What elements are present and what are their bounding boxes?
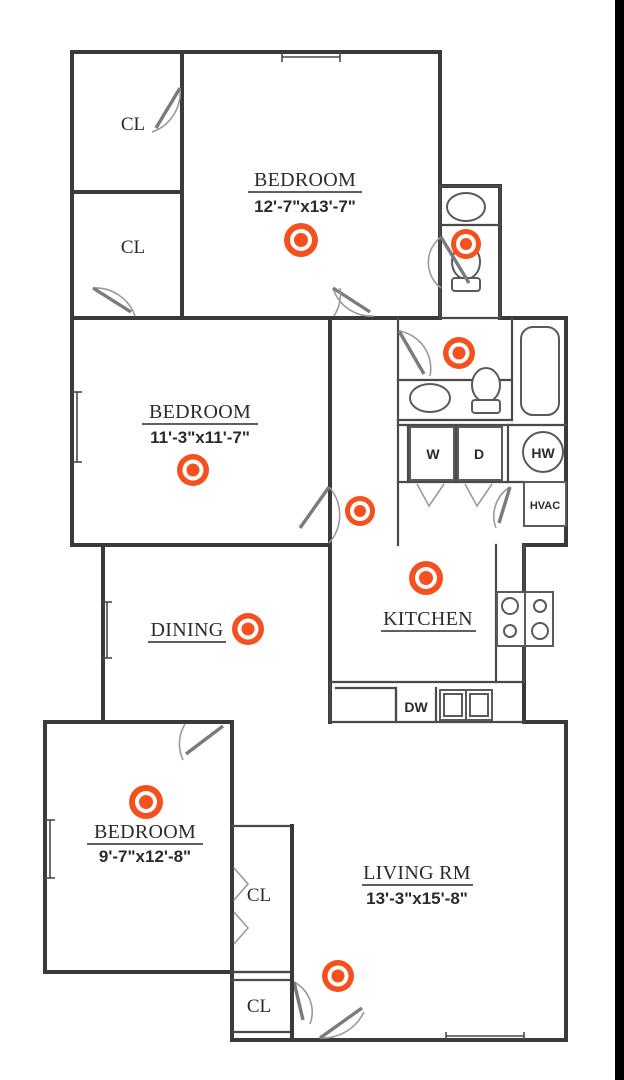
window-top-bedroom1 <box>281 52 341 62</box>
living-room-walls <box>290 720 568 1042</box>
appliance-label-dishwasher: DW <box>404 699 428 715</box>
window-left-bedroom3 <box>45 819 55 879</box>
room-label-dining: DINING <box>151 619 224 641</box>
room-label-bedroom-3: BEDROOM <box>94 821 196 843</box>
bathtub-icon <box>520 326 560 416</box>
photo-marker-full-bath[interactable] <box>443 337 475 369</box>
hvac-icon <box>523 481 567 527</box>
closet-label-2: CL <box>121 237 145 258</box>
kitchen-counters <box>328 543 526 724</box>
right-edge-strip <box>615 0 624 1080</box>
bedroom-3-door <box>178 723 225 761</box>
bedroom-3-walls <box>43 720 234 1042</box>
closet-1-door <box>151 87 182 133</box>
window-left-dining <box>103 601 112 659</box>
appliance-labels: W D HW HVAC DW <box>404 445 560 715</box>
appliance-label-dryer: D <box>474 446 484 462</box>
room-label-kitchen: KITCHEN <box>383 608 473 630</box>
burner-icon <box>503 624 517 638</box>
bathtub <box>520 326 560 416</box>
photo-marker-kitchen[interactable] <box>409 561 443 595</box>
laundry-walls <box>396 423 568 484</box>
sink-icon <box>409 383 451 413</box>
bedroom-1-door <box>332 286 375 317</box>
room-label-bedroom-2: BEDROOM <box>149 401 251 423</box>
photo-marker-dining[interactable] <box>232 613 264 645</box>
burner-icon <box>531 622 549 640</box>
hot-water-heater-icon <box>522 431 564 473</box>
dryer-icon <box>457 426 503 481</box>
kitchen-sink <box>439 689 493 721</box>
bedroom-2-door <box>298 486 341 544</box>
room-labels: BEDROOM 12'-7"x13'-7" BEDROOM 11'-3"x11'… <box>87 169 476 908</box>
full-bath-door <box>397 330 432 377</box>
photo-markers[interactable] <box>129 223 481 992</box>
photo-marker-bedroom-2[interactable] <box>177 454 209 486</box>
toilet-bowl-icon <box>471 367 501 403</box>
full-bath-fixtures <box>409 367 501 414</box>
room-dims-bedroom-2: 11'-3"x11'-7" <box>150 428 250 447</box>
room-dims-bedroom-3: 9'-7"x12'-8" <box>99 847 191 866</box>
hall-door-lower-right <box>493 486 512 529</box>
half-bath-walls <box>438 184 502 320</box>
toilet-tank-icon <box>471 399 501 414</box>
closet-3-bifold <box>233 867 250 945</box>
washer-icon <box>409 426 455 481</box>
entry-door <box>319 1006 365 1040</box>
burner-icon <box>533 599 547 613</box>
closet-labels: CL CL CL CL <box>121 114 271 1017</box>
washer-box <box>409 426 455 481</box>
photo-marker-half-bath[interactable] <box>451 229 481 259</box>
photo-marker-hall[interactable] <box>345 496 375 526</box>
room-label-bedroom-1: BEDROOM <box>254 169 356 191</box>
appliance-label-hvac: HVAC <box>530 500 560 512</box>
photo-marker-bedroom-3[interactable] <box>129 785 163 819</box>
bedroom-2-walls <box>70 316 332 547</box>
hot-water-circle <box>522 431 564 473</box>
room-dims-bedroom-1: 12'-7"x13'-7" <box>254 197 356 216</box>
photo-marker-bedroom-1[interactable] <box>284 223 318 257</box>
window-left-bedroom2 <box>72 391 82 463</box>
closet-label-1: CL <box>121 114 145 135</box>
closet-label-4: CL <box>247 996 271 1017</box>
laundry-bifold-doors <box>416 483 493 508</box>
half-bath-door <box>427 236 471 289</box>
dryer-box <box>457 426 503 481</box>
room-dims-living-room: 13'-3"x15'-8" <box>366 889 468 908</box>
bedroom-2-entry-door <box>333 287 342 317</box>
room-label-living-room: LIVING RM <box>363 862 471 884</box>
photo-marker-living-room[interactable] <box>322 960 354 992</box>
closet-2-door <box>92 286 136 317</box>
closet-4-door <box>292 981 313 1025</box>
kitchen-range <box>496 591 554 647</box>
burner-icon <box>501 597 519 615</box>
hvac-box <box>523 481 567 527</box>
sink-icon <box>446 192 486 222</box>
appliance-label-hot-water: HW <box>531 445 555 461</box>
window-bottom-living <box>445 1032 525 1040</box>
closet-label-3: CL <box>247 885 271 906</box>
appliance-label-washer: W <box>426 446 440 462</box>
